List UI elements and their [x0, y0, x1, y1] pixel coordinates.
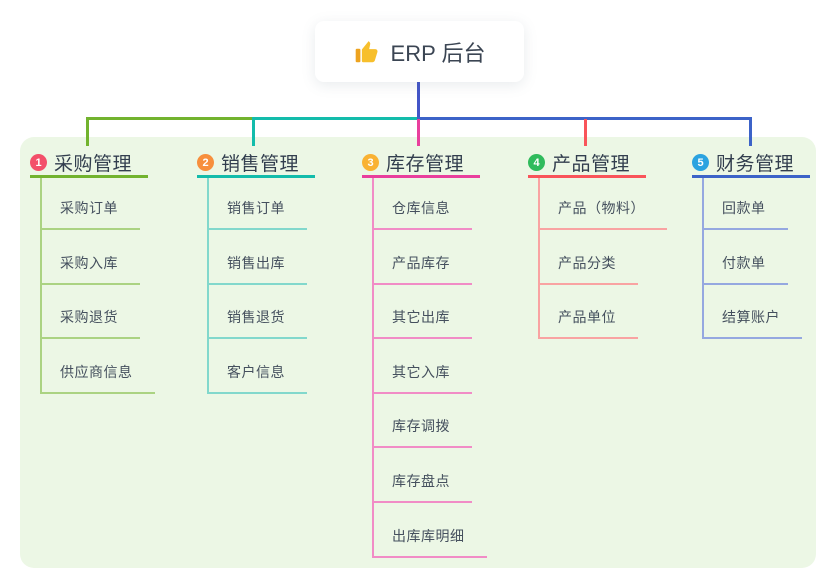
- child-node[interactable]: 其它出库: [374, 285, 487, 340]
- branch-children: 销售订单销售出库销售退货客户信息: [207, 178, 307, 394]
- branch-node-3: 3 库存管理仓库信息产品库存其它出库其它入库库存调拨库存盘点出库库明细: [362, 150, 487, 558]
- child-node[interactable]: 库存盘点: [374, 448, 487, 503]
- branch-index-badge: 3: [362, 154, 379, 171]
- child-label: 结算账户: [704, 307, 802, 340]
- child-node[interactable]: 产品（物料）: [540, 178, 667, 230]
- child-node[interactable]: 产品库存: [374, 230, 487, 285]
- child-label: 产品（物料）: [540, 198, 667, 230]
- child-node[interactable]: 客户信息: [209, 339, 307, 394]
- branch-label: 销售管理: [221, 154, 300, 175]
- child-label: 库存调拨: [374, 416, 472, 449]
- child-node[interactable]: 销售出库: [209, 230, 307, 285]
- child-label: 产品库存: [374, 253, 472, 285]
- child-node[interactable]: 销售订单: [209, 178, 307, 230]
- child-label: 销售出库: [209, 253, 307, 285]
- child-label: 付款单: [704, 253, 788, 285]
- child-node[interactable]: 供应商信息: [42, 339, 155, 394]
- child-node[interactable]: 销售退货: [209, 285, 307, 340]
- child-label: 回款单: [704, 198, 788, 230]
- branch-node-5: 5 财务管理回款单付款单结算账户: [692, 150, 810, 340]
- child-node[interactable]: 其它入库: [374, 339, 487, 394]
- child-node[interactable]: 产品分类: [540, 230, 667, 285]
- branch-children: 采购订单采购入库采购退货供应商信息: [40, 178, 155, 394]
- branch-index-badge: 2: [197, 154, 214, 171]
- child-label: 采购订单: [42, 198, 140, 230]
- branch-node-1: 1 采购管理采购订单采购入库采购退货供应商信息: [30, 150, 155, 394]
- child-label: 供应商信息: [42, 362, 155, 394]
- child-label: 出库库明细: [374, 526, 487, 558]
- branch-index-badge: 1: [30, 154, 47, 171]
- branch-label: 产品管理: [552, 154, 631, 175]
- child-node[interactable]: 仓库信息: [374, 178, 487, 230]
- branch-header[interactable]: 4 产品管理: [528, 150, 646, 178]
- branch-label: 采购管理: [54, 154, 133, 175]
- branches-panel: [20, 137, 816, 568]
- connector-branch-drop: [749, 119, 752, 146]
- branch-label: 库存管理: [386, 154, 465, 175]
- child-label: 客户信息: [209, 362, 307, 394]
- child-label: 产品单位: [540, 307, 638, 340]
- child-node[interactable]: 采购入库: [42, 230, 155, 285]
- child-node[interactable]: 采购退货: [42, 285, 155, 340]
- child-node[interactable]: 采购订单: [42, 178, 155, 230]
- child-node[interactable]: 结算账户: [704, 285, 802, 340]
- child-node[interactable]: 出库库明细: [374, 503, 487, 558]
- branch-index-badge: 5: [692, 154, 709, 171]
- child-label: 销售订单: [209, 198, 307, 230]
- branch-children: 回款单付款单结算账户: [702, 178, 802, 340]
- branch-children: 仓库信息产品库存其它出库其它入库库存调拨库存盘点出库库明细: [372, 178, 487, 558]
- child-node[interactable]: 回款单: [704, 178, 802, 230]
- branch-header[interactable]: 5 财务管理: [692, 150, 810, 178]
- child-label: 其它出库: [374, 307, 472, 340]
- branch-header[interactable]: 3 库存管理: [362, 150, 480, 178]
- connector-branch-drop: [86, 119, 89, 146]
- child-label: 库存盘点: [374, 471, 472, 503]
- branch-children: 产品（物料） 产品分类产品单位: [538, 178, 667, 340]
- child-node[interactable]: 付款单: [704, 230, 802, 285]
- child-label: 销售退货: [209, 307, 307, 340]
- child-label: 采购退货: [42, 307, 140, 340]
- root-title: ERP 后台: [390, 40, 486, 66]
- child-label: 仓库信息: [374, 198, 472, 230]
- thumbs-up-icon: [354, 38, 381, 65]
- connector-root-line: [417, 82, 420, 120]
- child-label: 产品分类: [540, 253, 638, 285]
- branch-node-2: 2 销售管理销售订单销售出库销售退货客户信息: [197, 150, 315, 394]
- connector-bus-segment: [417, 117, 752, 120]
- branch-header[interactable]: 2 销售管理: [197, 150, 315, 178]
- branch-header[interactable]: 1 采购管理: [30, 150, 148, 178]
- connector-branch-drop: [584, 119, 587, 146]
- child-node[interactable]: 库存调拨: [374, 394, 487, 449]
- branch-index-badge: 4: [528, 154, 545, 171]
- connector-branch-drop: [417, 119, 420, 146]
- branch-node-4: 4 产品管理产品（物料） 产品分类产品单位: [528, 150, 667, 340]
- branch-label: 财务管理: [716, 154, 795, 175]
- child-label: 其它入库: [374, 362, 472, 394]
- child-label: 采购入库: [42, 253, 140, 285]
- connector-bus-segment: [86, 117, 254, 120]
- connector-branch-drop: [252, 119, 255, 146]
- root-node[interactable]: ERP 后台: [315, 21, 524, 82]
- child-node[interactable]: 产品单位: [540, 285, 667, 340]
- connector-bus-segment: [252, 117, 420, 120]
